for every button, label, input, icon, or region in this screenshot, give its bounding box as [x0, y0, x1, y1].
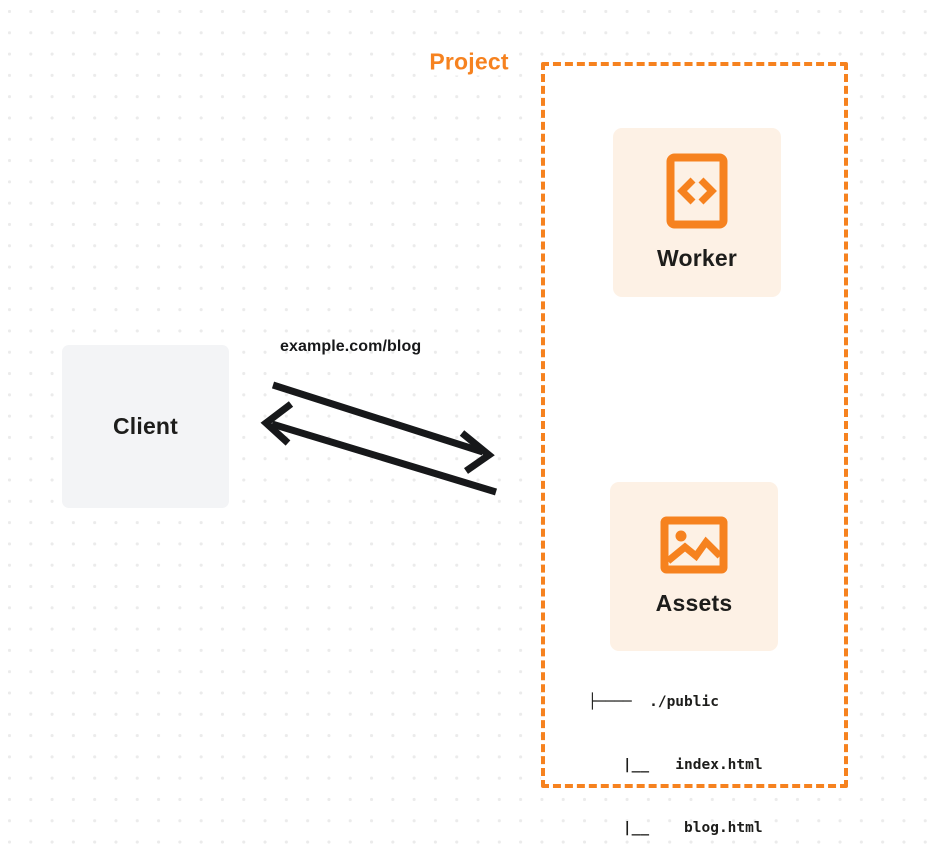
image-icon: [660, 516, 728, 574]
request-arrow-to-project: [271, 381, 495, 474]
connection-label: example.com/blog: [280, 338, 422, 355]
code-brackets-icon: [666, 153, 728, 229]
response-arrow-to-client: [260, 401, 498, 496]
client-label: Client: [112, 413, 179, 439]
assets-node: Assets: [610, 482, 778, 651]
assets-file-tree: ├──── ./public |__ index.html |__ blog.h…: [588, 650, 763, 860]
assets-label: Assets: [655, 590, 733, 616]
project-title: Project: [422, 48, 516, 76]
client-node: Client: [62, 345, 229, 508]
tree-row: |__ index.html: [588, 757, 763, 773]
tree-row: ├──── ./public: [588, 694, 719, 710]
tree-row: |__ blog.html: [588, 820, 763, 836]
worker-label: Worker: [656, 245, 738, 271]
worker-node: Worker: [613, 128, 781, 297]
